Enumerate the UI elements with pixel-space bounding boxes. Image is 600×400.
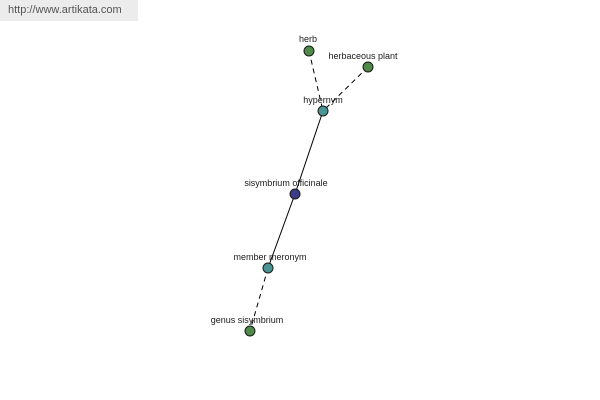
edge-hypernym-to-sisymbrium-officinale: [294, 110, 324, 195]
node-label: hypernym: [303, 95, 343, 105]
edge-herb-to-hypernym: [308, 50, 324, 112]
nodes-layer: herb herbaceous plant hypernym sisymbrium o…: [211, 34, 398, 337]
node-circle[interactable]: [362, 61, 374, 73]
node-hypernym[interactable]: hypernym: [303, 95, 343, 117]
node-member-meronym[interactable]: member meronym: [233, 252, 307, 274]
node-circle[interactable]: [303, 45, 315, 57]
node-label: herbaceous plant: [328, 51, 398, 61]
node-genus-sisymbrium[interactable]: genus sisymbrium: [211, 315, 284, 337]
node-circle[interactable]: [289, 188, 301, 200]
edges-layer: [249, 50, 369, 332]
edge-sisymbrium-officinale-to-member-meronym: [267, 193, 296, 269]
node-label: member meronym: [233, 252, 306, 262]
node-sisymbrium-officinale[interactable]: sisymbrium officinale: [244, 178, 328, 200]
node-circle[interactable]: [244, 325, 256, 337]
edge-herbaceous-plant-to-hypernym: [322, 66, 369, 112]
site-banner: http://www.artikata.com: [0, 0, 138, 21]
node-label: sisymbrium officinale: [244, 178, 327, 188]
node-label: herb: [299, 34, 317, 44]
site-url[interactable]: http://www.artikata.com: [8, 4, 122, 16]
node-herbaceous-plant[interactable]: herbaceous plant: [328, 51, 398, 73]
node-circle[interactable]: [317, 105, 329, 117]
node-label: genus sisymbrium: [211, 315, 284, 325]
edge-member-meronym-to-genus-sisymbrium: [249, 267, 269, 332]
node-circle[interactable]: [262, 262, 274, 274]
node-herb[interactable]: herb: [299, 34, 317, 57]
